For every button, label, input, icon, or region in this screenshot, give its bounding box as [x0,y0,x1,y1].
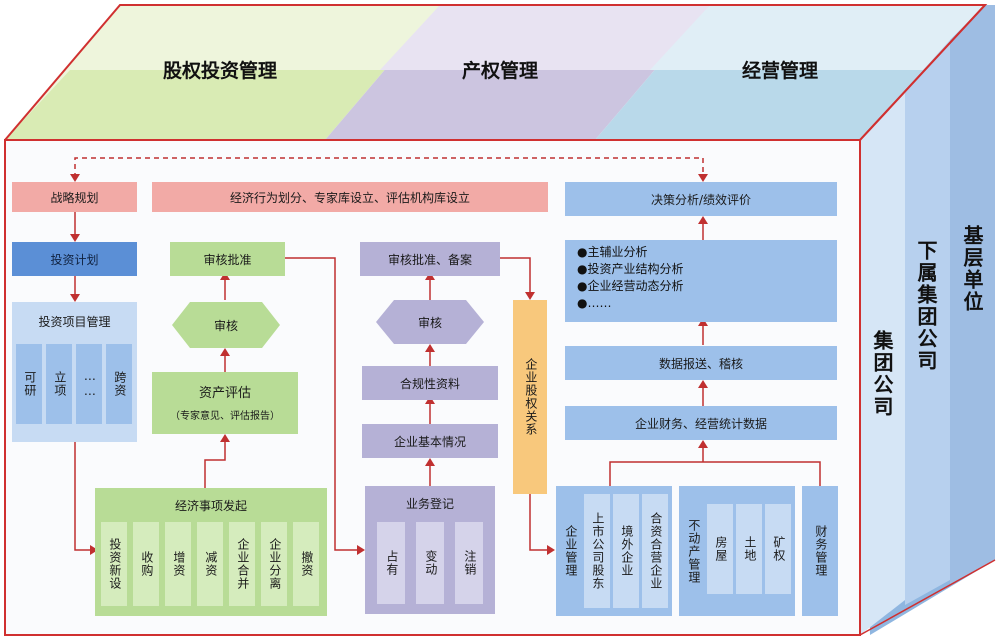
enterprise-mgmt-title: 企业管理 [563,525,578,577]
review-label: 审核 [213,318,238,333]
investment-project-mgmt-title: 投资项目管理 [38,314,111,329]
arrowhead-icon [357,545,365,555]
side-label-group: 集团公司 [870,330,894,418]
item-new-investment: 投资新设 [101,522,127,606]
top-face-operation-light [650,5,985,70]
item-house: 房屋 [707,504,733,594]
item-occupy: 占有 [377,522,405,604]
item-listed-shareholder: 上市公司股东 [584,494,610,608]
arrowhead-icon [698,318,708,326]
real-estate-box: 不动产管理 房屋 土地 矿权 [679,486,795,616]
dashed-connector [74,157,704,178]
bottom-right-edge [859,559,996,636]
economic-initiation-title: 经济事项发起 [174,498,247,513]
arrowhead-icon [70,174,80,182]
item-divestment: 撤资 [293,522,319,606]
equity-relation-box: 企业股权关系 [513,300,547,494]
arrowhead-icon [698,216,708,224]
top-face-equity-light [5,5,440,140]
economic-behavior-bar: 经济行为划分、专家库设立、评估机构库设立 [152,182,548,212]
finance-data-box: 企业财务、经营统计数据 [565,406,837,440]
arrowhead-icon [698,174,708,182]
arrowhead-icon [698,440,708,448]
arrowhead-icon [425,344,435,352]
real-estate-title: 不动产管理 [686,518,701,584]
item-capital-reduction: 减资 [197,522,223,606]
step-ellipsis: …… [76,344,102,424]
enterprise-mgmt-box: 企业管理 上市公司股东 境外企业 合资合营企业 [556,486,672,616]
investment-project-mgmt-box: 投资项目管理 可研 立项 …… 跨资 [12,302,137,442]
side-face-grassroots [950,5,995,585]
top-label-property: 产权管理 [461,60,538,82]
strategy-planning-box: 战略规划 [12,182,137,212]
item-land: 土地 [736,504,762,594]
item-acquisition: 收购 [133,522,159,606]
item-separation: 企业分离 [261,522,287,606]
top-right-edge [859,4,986,141]
arrowhead-icon [220,272,230,280]
analysis-item: ●…… [577,296,612,310]
basic-info-box: 企业基本情况 [362,424,498,458]
arrowhead-icon [90,545,98,555]
item-cancel: 注销 [455,522,483,604]
item-joint-venture: 合资合营企业 [642,494,668,608]
arrowhead-icon [547,545,555,555]
business-register-box: 业务登记 占有 变动 注销 [365,486,495,614]
approve-file-box: 审核批准、备案 [360,242,500,276]
arrowhead-icon [220,348,230,356]
item-capital-increase: 增资 [165,522,191,606]
side-face-group [860,90,905,635]
arrowhead-icon [220,434,230,442]
item-mining-right: 矿权 [765,504,791,594]
review-diamond-2 [376,300,484,344]
analysis-item: ●投资产业结构分析 [577,262,684,276]
arrowhead-icon [525,292,535,300]
item-change: 变动 [416,522,444,604]
analysis-item: ●企业经营动态分析 [577,279,684,293]
business-register-title: 业务登记 [405,496,454,511]
item-overseas-enterprise: 境外企业 [613,494,639,608]
top-face-property-light [380,5,710,70]
compliance-box: 合规性资料 [362,366,498,400]
arrowhead-icon [425,458,435,466]
analysis-box: ●主辅业分析 ●投资产业结构分析 ●企业经营动态分析 ●…… [565,240,837,322]
arrowhead-icon [70,234,80,242]
step-feasibility: 可研 [16,344,42,424]
asset-evaluation-sub: （专家意见、评估报告） [170,410,280,422]
investment-plan-box: 投资计划 [12,242,137,276]
step-approval: 立项 [46,344,72,424]
arrowhead-icon [425,396,435,404]
arrowhead-icon [70,294,80,302]
arrowhead-icon [425,272,435,280]
side-label-grassroots: 基层单位 [960,225,984,313]
review-label-2: 审核 [417,315,442,330]
approve-box: 审核批准 [170,242,285,276]
arrowhead-icon [698,380,708,388]
data-report-box: 数据报送、稽核 [565,346,837,380]
top-label-operation: 经营管理 [741,60,818,82]
item-merger: 企业合并 [229,522,255,606]
review-diamond [172,302,280,348]
decision-analysis-box: 决策分析/绩效评价 [565,182,837,216]
analysis-item: ●主辅业分析 [577,245,648,259]
economic-initiation-box: 经济事项发起 投资新设 收购 增资 减资 企业合并 企业分离 撤资 [95,488,327,616]
side-label-subsidiary: 下属集团公司 [914,240,938,372]
top-label-equity: 股权投资管理 [162,60,277,82]
step-cross-capital: 跨资 [106,344,132,424]
finance-mgmt-box: 财务管理 [802,486,838,616]
asset-evaluation-box: 资产评估 （专家意见、评估报告） [152,372,298,434]
side-face-subsidiary [905,40,950,605]
asset-evaluation-title: 资产评估 [198,385,251,401]
